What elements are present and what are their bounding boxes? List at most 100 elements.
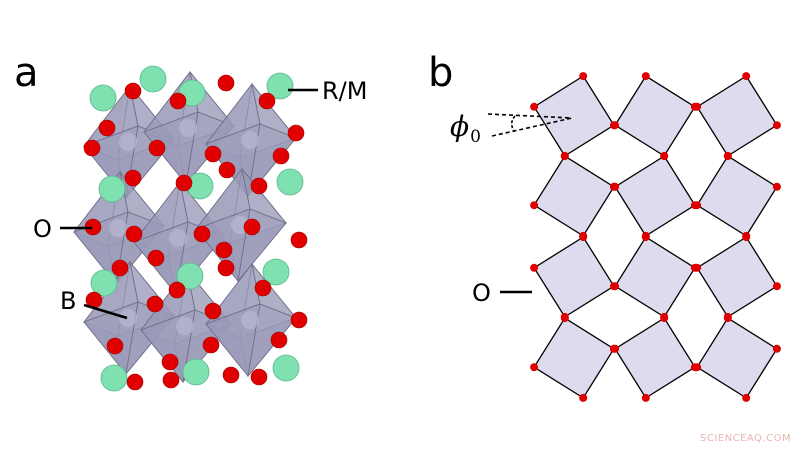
oxygen-atom (146, 295, 164, 313)
octahedron-square (696, 155, 778, 237)
oxygen-vertex (742, 393, 751, 402)
octahedron-square (533, 155, 615, 237)
panel-a: a R/M O B (14, 50, 367, 392)
oxygen-vertex (611, 344, 620, 353)
rm-cation-sphere (176, 262, 204, 290)
b-site-atom (179, 119, 197, 137)
octahedron-square (533, 236, 615, 318)
oxygen-vertex (530, 102, 539, 111)
b-site-atom (241, 131, 259, 149)
watermark: SCIENCEAQ.COM (700, 433, 791, 444)
oxygen-atom (204, 302, 222, 320)
oxygen-atom (250, 368, 268, 386)
oxygen-vertex (530, 263, 539, 272)
oxygen-vertex (560, 152, 569, 161)
b-leader-line (83, 303, 128, 320)
oxygen-atom (218, 161, 236, 179)
oxygen-label-b: O (472, 279, 491, 307)
oxygen-atom (169, 92, 187, 110)
oxygen-atom (148, 139, 166, 157)
oxygen-vertex (693, 102, 702, 111)
oxygen-vertex (641, 72, 650, 81)
oxygen-vertex (772, 344, 781, 353)
tilt-angle-annotation: ϕ0 (450, 110, 573, 147)
octahedron-square (696, 75, 778, 157)
oxygen-vertex (560, 314, 569, 323)
oxygen-vertex (641, 393, 650, 402)
oxygen-vertex (723, 152, 732, 161)
tilted-squares-grid (533, 75, 778, 399)
b-site-atom (169, 229, 187, 247)
octahedron-square (533, 317, 615, 399)
oxygen-atom (147, 249, 165, 267)
oxygen-atom (250, 177, 268, 195)
oxygen-atom (215, 241, 233, 259)
oxygen-atom (254, 279, 272, 297)
oxygen-atom (290, 311, 308, 329)
oxygen-vertex (742, 233, 751, 242)
rm-cation-sphere (89, 84, 117, 112)
oxygen-atom (290, 231, 308, 249)
rm-cation-sphere (272, 354, 300, 382)
rm-cation-sphere (98, 175, 126, 203)
oxygen-atom (98, 119, 116, 137)
oxygen-vertex (530, 201, 539, 210)
oxygen-vertex (693, 363, 702, 372)
oxygen-atom (83, 139, 101, 157)
oxygen-atom (270, 331, 288, 349)
oxygen-atom (126, 373, 144, 391)
octahedron-square (696, 236, 778, 318)
oxygen-vertex (772, 282, 781, 291)
rm-cation-sphere (266, 72, 294, 100)
oxygen-atom (111, 259, 129, 277)
oxygen-vertex (772, 182, 781, 191)
oxygen-atom (222, 366, 240, 384)
oxygen-vertex (660, 152, 669, 161)
oxygen-atom (217, 259, 235, 277)
oxygen-label-a: O (33, 215, 52, 243)
rm-cation-sphere (100, 364, 128, 392)
rm-cation-sphere (90, 269, 118, 297)
oxygen-atom (243, 218, 261, 236)
angle-arc (510, 115, 516, 132)
b-site-atom (119, 133, 137, 151)
oxygen-atom (217, 74, 235, 92)
angle-reference-line (487, 113, 573, 119)
oxygen-vertex (579, 72, 588, 81)
octahedron-square (614, 75, 696, 157)
oxygen-atom (161, 353, 179, 371)
octahedron-square (614, 236, 696, 318)
oxygen-atom (106, 337, 124, 355)
rm-site-label: R/M (322, 77, 367, 105)
octahedra-group (72, 71, 298, 384)
octahedron-square (696, 317, 778, 399)
b-site-atom (109, 219, 127, 237)
oxygen-atom (124, 82, 142, 100)
oxygen-vertex (579, 233, 588, 242)
oxygen-atom (272, 147, 290, 165)
oxygen-atom (162, 371, 180, 389)
panel-b-label: b (428, 50, 453, 96)
oxygen-vertex (641, 233, 650, 242)
oxygen-vertices (530, 72, 781, 402)
atom-spheres (83, 65, 308, 392)
oxygen-vertex (660, 314, 669, 323)
rm-cation-sphere (262, 258, 290, 286)
rm-cation-sphere (276, 168, 304, 196)
b-site-atom (119, 309, 137, 327)
oxygen-vertex (693, 263, 702, 272)
oxygen-atom (124, 169, 142, 187)
oxygen-atom (168, 281, 186, 299)
octahedron (194, 168, 288, 283)
panel-b: b ϕ0 O (428, 50, 781, 402)
oxygen-vertex (723, 314, 732, 323)
oxygen-vertex (742, 72, 751, 81)
rm-cation-sphere (182, 358, 210, 386)
b-site-atom (176, 317, 194, 335)
phi-zero-label: ϕ0 (450, 110, 481, 147)
panel-a-label: a (14, 50, 39, 96)
oxygen-vertex (772, 121, 781, 130)
oxygen-atom (204, 145, 222, 163)
oxygen-atom (287, 124, 305, 142)
octahedron-square (614, 155, 696, 237)
